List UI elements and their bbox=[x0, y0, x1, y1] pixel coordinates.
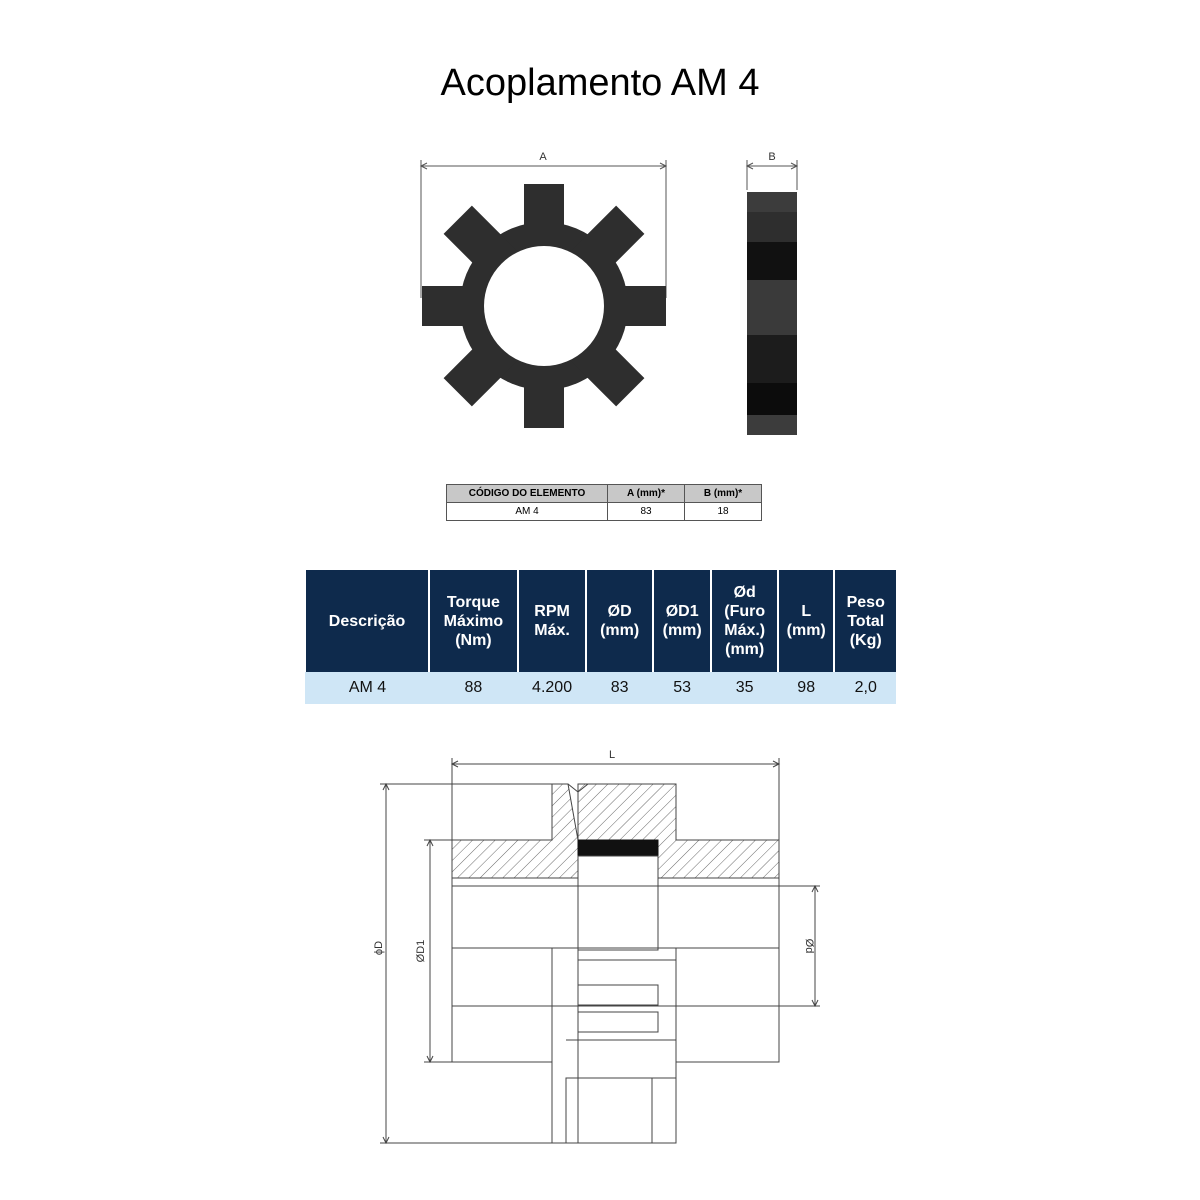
table-cell: AM 4 bbox=[304, 672, 430, 704]
table-cell: 18 bbox=[684, 502, 762, 521]
table-cell: 88 bbox=[428, 672, 518, 704]
spec-table-header: Descrição bbox=[306, 570, 430, 672]
element-table-header: B (mm)* bbox=[684, 484, 762, 503]
spec-table-header: RPM Máx. bbox=[516, 570, 587, 672]
spec-table-header: Peso Total (Kg) bbox=[833, 570, 896, 672]
table-cell: 83 bbox=[607, 502, 685, 521]
element-table-header: CÓDIGO DO ELEMENTO bbox=[446, 484, 608, 503]
spec-table-header: Torque Máximo (Nm) bbox=[428, 570, 518, 672]
coupling-assembly bbox=[380, 758, 820, 1145]
spider-element-front bbox=[422, 184, 666, 428]
dimension-a-label: A bbox=[539, 151, 547, 163]
table-row: AM 4 83 18 bbox=[446, 502, 762, 521]
element-table: CÓDIGO DO ELEMENTO A (mm)* B (mm)* AM 4 … bbox=[446, 484, 762, 521]
dimension-od1-label: ØD1 bbox=[415, 940, 427, 963]
spider-element-side bbox=[747, 192, 797, 435]
spec-table-header: ØD (mm) bbox=[585, 570, 653, 672]
table-cell: AM 4 bbox=[446, 502, 608, 521]
spec-table-header: L (mm) bbox=[776, 570, 835, 672]
table-cell: 4.200 bbox=[516, 672, 587, 704]
page-title: Acoplamento AM 4 bbox=[440, 62, 760, 104]
spec-table-header: Ød (Furo Máx.) (mm) bbox=[710, 570, 778, 672]
table-cell: 35 bbox=[710, 672, 778, 704]
table-cell: 53 bbox=[651, 672, 712, 704]
table-cell: 83 bbox=[585, 672, 653, 704]
spec-table: Descrição Torque Máximo (Nm) RPM Máx. ØD… bbox=[304, 570, 896, 704]
dimension-a bbox=[419, 160, 668, 298]
table-row: AM 4 88 4.200 83 53 35 98 2,0 bbox=[304, 672, 896, 704]
table-cell: 2,0 bbox=[833, 672, 896, 704]
table-cell: 98 bbox=[776, 672, 835, 704]
dimension-od-label: ϕD bbox=[373, 941, 385, 955]
element-table-header: A (mm)* bbox=[607, 484, 685, 503]
dimension-d-label: Ød bbox=[803, 939, 815, 954]
dimension-b-label: B bbox=[768, 151, 775, 163]
dimension-l-label: L bbox=[609, 749, 615, 761]
dimension-b bbox=[745, 160, 799, 190]
spec-table-header: ØD1 (mm) bbox=[651, 570, 712, 672]
